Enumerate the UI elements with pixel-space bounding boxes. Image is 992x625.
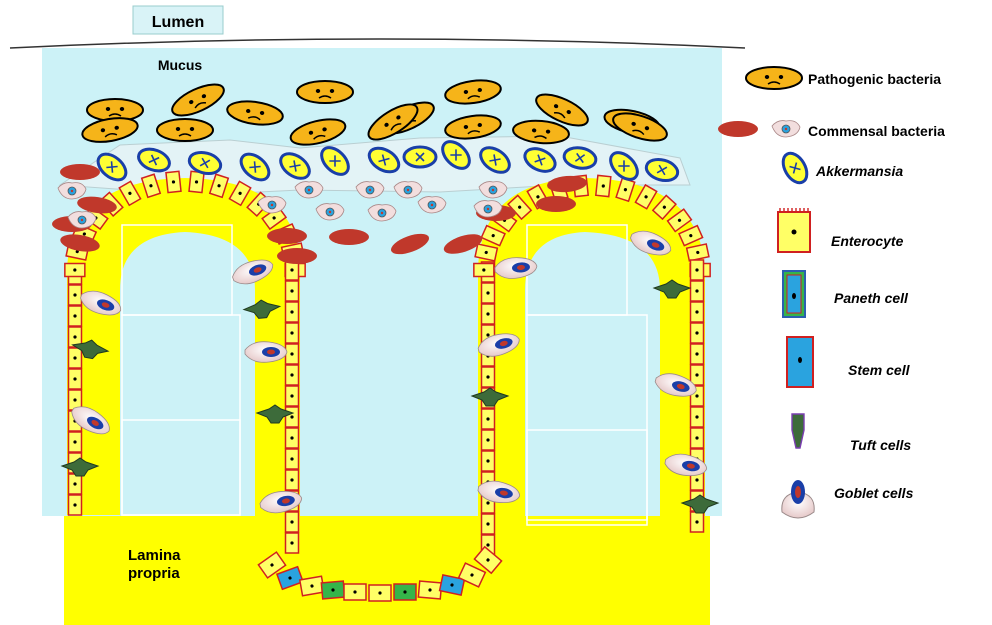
legend-enterocyte-icon — [778, 208, 810, 252]
legend-stem-icon — [787, 337, 813, 387]
enterocyte-cell — [691, 512, 704, 532]
commensal-bacterium — [329, 229, 369, 245]
legend-label-stem: Stem cell — [848, 362, 911, 378]
legend-tuft-icon — [792, 414, 804, 448]
enterocyte-cell — [691, 323, 704, 343]
enterocyte-cell — [286, 533, 299, 553]
enterocyte-cell — [286, 365, 299, 385]
legend-item-goblet: Goblet cells — [782, 480, 914, 518]
legend-item-enterocyte: Enterocyte — [778, 208, 904, 252]
enterocyte-cell — [286, 344, 299, 364]
legend-label-tuft: Tuft cells — [850, 437, 911, 453]
enterocyte-cell — [596, 175, 611, 196]
legend: Pathogenic bacteriaCommensal bacteriaAkk… — [718, 67, 945, 518]
enterocyte-cell — [65, 264, 85, 277]
legend-item-paneth: Paneth cell — [783, 271, 909, 317]
enterocyte-cell — [691, 281, 704, 301]
enterocyte-cell — [286, 386, 299, 406]
enterocyte-cell — [482, 430, 495, 450]
enterocyte-cell — [69, 369, 82, 389]
enterocyte-cell — [691, 260, 704, 280]
lumen-surface-line — [10, 39, 745, 48]
enterocyte-cell — [69, 495, 82, 515]
legend-item-commensal: Commensal bacteria — [718, 121, 945, 139]
enterocyte-cell — [286, 470, 299, 490]
pathogenic-bacterium — [157, 119, 213, 141]
pathogenic-bacterium — [297, 81, 353, 103]
enterocyte-cell — [418, 581, 441, 599]
enterocyte-cell — [482, 514, 495, 534]
enterocyte-cell — [286, 323, 299, 343]
enterocyte-cell — [300, 576, 324, 596]
commensal-bacterium — [536, 196, 576, 212]
enterocyte-cell — [691, 344, 704, 364]
enterocyte-cell — [321, 581, 344, 599]
akkermansia-bacterium — [778, 149, 811, 187]
enterocyte-cell — [691, 428, 704, 448]
enterocyte-cell — [344, 584, 366, 600]
enterocyte-cell — [691, 407, 704, 427]
enterocyte-cell — [286, 302, 299, 322]
legend-goblet-icon — [782, 480, 814, 518]
enterocyte-cell — [691, 302, 704, 322]
akkermansia-bacterium — [404, 147, 436, 167]
legend-label-enterocyte: Enterocyte — [831, 233, 904, 249]
lumen-label: Lumen — [152, 14, 204, 31]
enterocyte-cell — [369, 585, 391, 601]
legend-item-tuft: Tuft cells — [792, 414, 911, 453]
legend-item-pathogenic: Pathogenic bacteria — [746, 67, 941, 89]
enterocyte-cell — [69, 432, 82, 452]
enterocyte-cell — [482, 283, 495, 303]
enterocyte-cell — [69, 348, 82, 368]
enterocyte-cell — [286, 281, 299, 301]
enterocyte-cell — [189, 171, 204, 192]
legend-label-akkermansia: Akkermansia — [815, 163, 903, 179]
legend-label-commensal: Commensal bacteria — [808, 123, 945, 139]
enterocyte-cell — [286, 428, 299, 448]
enterocyte-cell — [286, 512, 299, 532]
enterocyte-cell — [69, 306, 82, 326]
legend-label-pathogenic: Pathogenic bacteria — [808, 71, 941, 87]
commensal-bacterium — [60, 164, 100, 180]
legend-label-goblet: Goblet cells — [834, 485, 914, 501]
enterocyte-cell — [474, 264, 494, 277]
enterocyte-cell — [482, 451, 495, 471]
enterocyte-cell — [166, 171, 181, 192]
enterocyte-cell — [691, 365, 704, 385]
lamina-propria-label-line1: Lamina — [128, 547, 181, 564]
lamina-propria-label-line2: propria — [128, 565, 180, 582]
enterocyte-cell — [286, 449, 299, 469]
enterocyte-cell — [482, 367, 495, 387]
mucus-label: Mucus — [158, 57, 203, 73]
legend-label-paneth: Paneth cell — [834, 290, 909, 306]
enterocyte-cell — [394, 584, 416, 600]
legend-paneth-icon — [783, 271, 805, 317]
commensal-bacterium-small — [772, 121, 800, 137]
commensal-bacterium — [277, 248, 317, 264]
enterocyte-cell — [286, 407, 299, 427]
commensal-bacterium — [718, 121, 758, 137]
legend-item-stem: Stem cell — [787, 337, 911, 387]
legend-pathogenic-icon — [746, 67, 802, 89]
enterocyte-cell — [69, 285, 82, 305]
enterocyte-cell — [482, 304, 495, 324]
commensal-bacterium — [267, 228, 307, 244]
enterocyte-cell — [69, 474, 82, 494]
enterocyte-cell — [482, 409, 495, 429]
legend-item-akkermansia: Akkermansia — [778, 149, 903, 187]
goblet-cell — [245, 342, 287, 363]
